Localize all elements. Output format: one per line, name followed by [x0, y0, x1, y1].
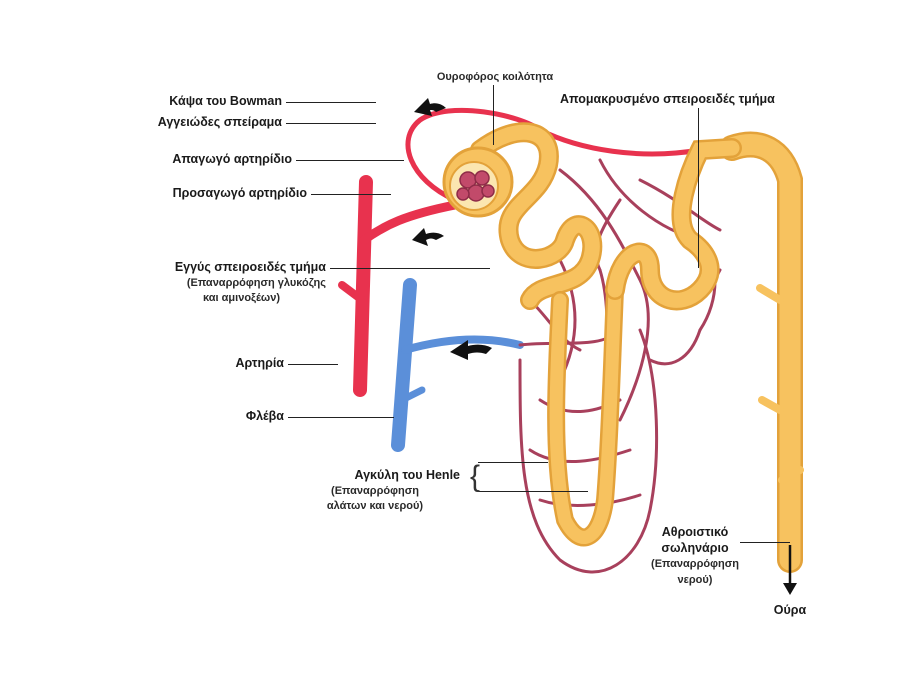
leader-proximal	[330, 268, 490, 269]
leader-bowman	[286, 102, 376, 103]
label-proximal-tubule: Εγγύς σπειροειδές τμήμα	[174, 260, 326, 274]
label-proximal-note-2: και αμινοξέων)	[203, 292, 280, 304]
label-distal-tubule: Απομακρυσμένο σπειροειδές τμήμα	[560, 92, 775, 106]
label-collecting-duct-2: σωληνάριο	[661, 541, 729, 555]
label-afferent-arteriole: Προσαγωγό αρτηρίδιο	[172, 186, 307, 200]
leader-distal	[698, 108, 699, 268]
leader-urinary-space	[493, 85, 494, 145]
label-urine: Ούρα	[773, 603, 807, 617]
leader-artery	[288, 364, 338, 365]
label-collecting-note-2: νερού)	[677, 574, 713, 586]
henle-brace: {	[470, 460, 481, 493]
label-proximal-note-1: (Επαναρρόφηση γλυκόζης	[186, 277, 326, 289]
efferent-arteriole	[405, 107, 703, 203]
label-collecting-duct-1: Αθροιστικό	[661, 525, 729, 539]
artery-vessel	[338, 175, 460, 397]
leader-collecting	[740, 542, 790, 543]
leader-henle-2	[478, 491, 588, 492]
glomerulus	[456, 170, 495, 202]
leader-vein	[288, 417, 394, 418]
label-urinary-space: Ουροφόρος κοιλότητα	[436, 71, 554, 83]
label-vein: Φλέβα	[245, 409, 284, 423]
leader-glomerulus	[286, 123, 376, 124]
leader-afferent	[311, 194, 391, 195]
label-glomerulus: Αγγειώδες σπείραμα	[157, 115, 282, 129]
label-bowman-capsule: Κάψα του Bowman	[169, 94, 282, 108]
vein-vessel	[391, 278, 524, 452]
label-loop-of-henle: Αγκύλη του Henle	[354, 468, 460, 482]
leader-efferent	[296, 160, 404, 161]
label-artery: Αρτηρία	[235, 356, 284, 370]
urine-arrow	[783, 545, 797, 595]
label-henle-note-2: αλάτων και νερού)	[326, 500, 424, 512]
collecting-duct	[719, 131, 804, 573]
leader-henle-1	[478, 462, 548, 463]
label-efferent-arteriole: Απαγωγό αρτηρίδιο	[172, 152, 292, 166]
flow-arrows	[412, 98, 492, 360]
label-henle-note-1: (Επαναρρόφηση	[331, 485, 419, 497]
label-collecting-note-1: (Επαναρρόφηση	[651, 558, 739, 570]
